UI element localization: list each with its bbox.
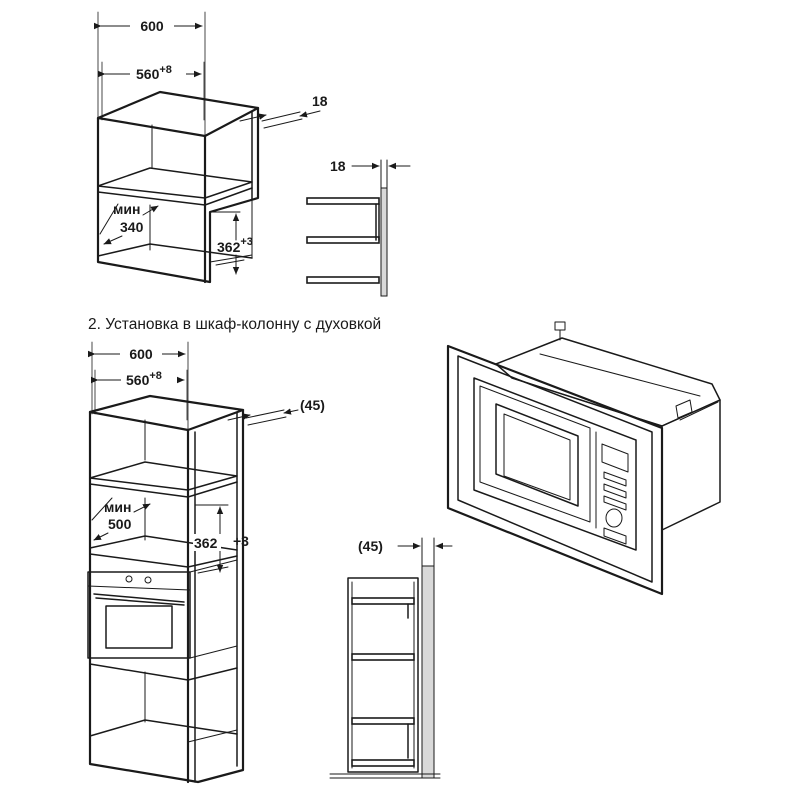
fig1-depth-label: 18 [312, 93, 328, 109]
fig1-side-gap-label: 18 [330, 158, 346, 174]
fig1-inner-width-label: 560+8 [136, 64, 172, 82]
fig1-height-label: 362+3 [217, 236, 253, 255]
figure2-side-view: (45) [329, 537, 453, 779]
figure1-cabinet: 600 560+8 18 мин 340 362+3 [94, 11, 328, 284]
fig2-min-label: мин [104, 499, 131, 515]
fig2-inner-width-label: 560+8 [126, 370, 162, 388]
fig2-min-depth: 500 [108, 516, 132, 532]
fig1-width-label: 600 [140, 18, 164, 34]
figure2-caption: 2. Установка в шкаф-колонну с духовкой [88, 316, 381, 333]
fig2-depth-label: (45) [300, 397, 325, 413]
microwave-illustration [446, 321, 721, 596]
fig2-side-gap-label: (45) [358, 538, 383, 554]
fig1-min-label: мин [113, 201, 140, 217]
fig1-min-depth: 340 [120, 219, 144, 235]
fig2-width-label: 600 [129, 346, 153, 362]
figure1-side-view: 18 [306, 158, 411, 297]
fig2-height-tol: +3 [233, 533, 249, 549]
figure2-cabinet: 600 560+8 (45) мин 500 362 +3 [87, 341, 325, 784]
fig2-height-base: 362 [194, 535, 218, 551]
